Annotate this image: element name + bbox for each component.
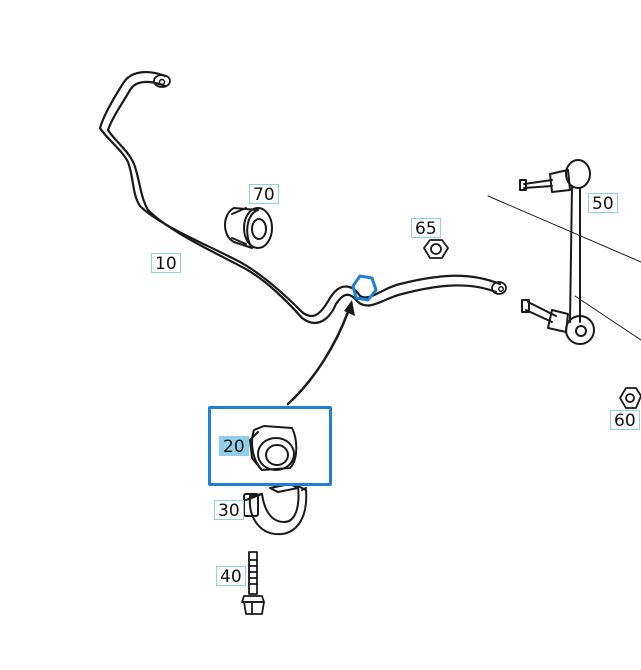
bolt-part-40 — [241, 551, 265, 615]
bushing-part-70 — [224, 207, 273, 249]
callout-10[interactable]: 10 — [151, 253, 181, 274]
callout-20[interactable]: 20 — [219, 436, 249, 457]
selection-frame[interactable] — [208, 406, 332, 486]
callout-50[interactable]: 50 — [588, 193, 618, 214]
callout-70[interactable]: 70 — [249, 184, 279, 205]
nut-part-65 — [423, 239, 449, 259]
pointer-arrow — [286, 300, 355, 406]
stabilizer-bar — [98, 70, 507, 324]
coupling-link-part-50 — [487, 159, 641, 345]
callout-65[interactable]: 65 — [411, 218, 441, 239]
bracket-part-30 — [243, 483, 308, 536]
callout-40[interactable]: 40 — [216, 566, 246, 587]
highlight-ring — [351, 274, 378, 302]
callout-30[interactable]: 30 — [214, 500, 244, 521]
nut-part-60 — [619, 387, 641, 409]
callout-60[interactable]: 60 — [610, 410, 640, 431]
rubber-mount-part-20 — [249, 425, 298, 471]
